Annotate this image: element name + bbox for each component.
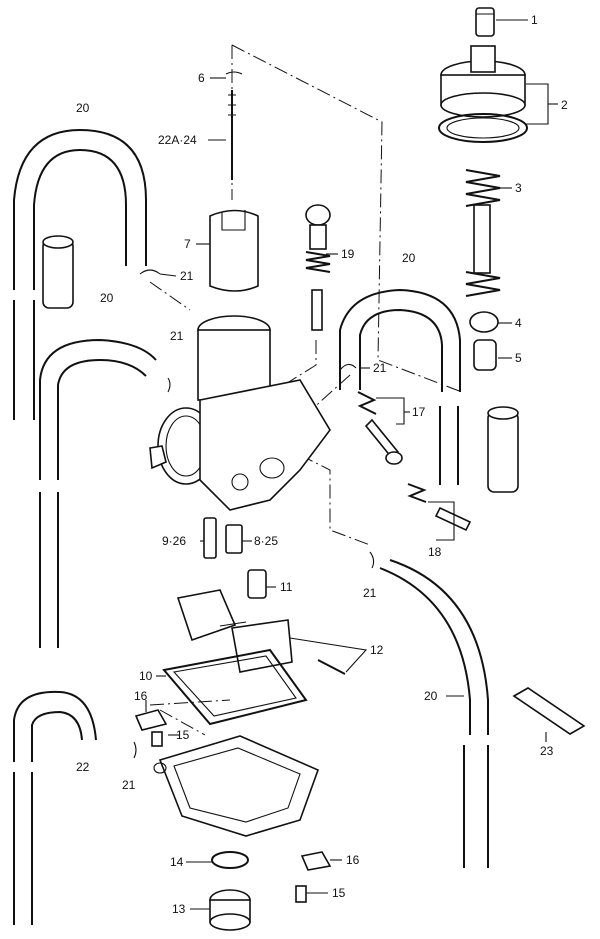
callout-19: 19 [341, 247, 355, 261]
part-oring-14 [211, 851, 249, 869]
part-top-cap-2 [438, 45, 528, 143]
callout-23: 23 [540, 744, 554, 758]
callout-4: 4 [515, 316, 522, 330]
callout-8-25: 8·25 [254, 534, 279, 548]
part-15-lower [295, 885, 307, 903]
part-needle [225, 71, 243, 180]
callout-5: 5 [515, 351, 522, 365]
part-cap-1 [475, 7, 495, 37]
callout-2: 2 [561, 98, 568, 112]
callout-20-b: 20 [100, 291, 114, 305]
callout-20-c: 20 [402, 251, 416, 265]
callout-16-a: 16 [134, 689, 148, 703]
part-17 [357, 391, 403, 465]
part-throttle-valve-7 [209, 209, 259, 292]
callout-14: 14 [170, 855, 184, 869]
callout-20-d: 20 [424, 689, 438, 703]
part-spring-3 [465, 169, 501, 297]
callout-21-b: 21 [170, 329, 184, 343]
callout-7: 7 [184, 237, 191, 251]
callout-10: 10 [139, 669, 153, 683]
part-9-26 [203, 517, 217, 559]
callout-11: 11 [280, 580, 293, 594]
hose-20-top-left [13, 128, 147, 420]
part-bracket-23 [512, 687, 586, 735]
callout-21-d: 21 [363, 586, 377, 600]
part-11 [247, 569, 267, 599]
leader-lines [145, 19, 558, 910]
part-gasket-10 [162, 648, 308, 726]
part-8-25 [225, 524, 243, 554]
callout-21-c: 21 [373, 361, 387, 375]
callout-1: 1 [531, 13, 538, 27]
part-cylinder-right [487, 406, 519, 493]
callout-21-a: 21 [180, 269, 194, 283]
part-screw-19 [305, 204, 331, 331]
hose-20-right [339, 288, 461, 485]
callout-20-a: 20 [76, 101, 90, 115]
callout-16-b: 16 [346, 853, 360, 867]
callout-22a-24: 22A·24 [158, 133, 197, 147]
hose-20-lower-right [379, 559, 489, 868]
part-float-12 [176, 589, 346, 675]
part-15-upper [151, 731, 163, 747]
callout-12: 12 [370, 643, 384, 657]
callout-22: 22 [76, 760, 90, 774]
carburetor-body [149, 315, 331, 511]
callout-3: 3 [515, 181, 522, 195]
hose-22 [13, 690, 97, 925]
callout-18: 18 [428, 545, 442, 559]
part-drain-plug-13 [209, 889, 251, 931]
part-16-upper [134, 709, 168, 731]
callout-6: 6 [198, 71, 205, 85]
part-4 [469, 311, 499, 333]
callout-15-a: 15 [176, 728, 190, 742]
part-5 [473, 339, 497, 371]
hose-20-mid-left [39, 338, 157, 648]
part-cylinder-left [42, 235, 74, 309]
part-float-bowl [153, 735, 320, 837]
clips-21 [133, 269, 375, 759]
callout-17: 17 [412, 405, 426, 419]
callout-15-b: 15 [332, 886, 346, 900]
callout-13: 13 [172, 902, 186, 916]
part-18 [407, 483, 472, 532]
callout-9-26: 9·26 [162, 534, 187, 548]
part-16-lower [300, 851, 332, 871]
callout-21-e: 21 [122, 778, 136, 792]
